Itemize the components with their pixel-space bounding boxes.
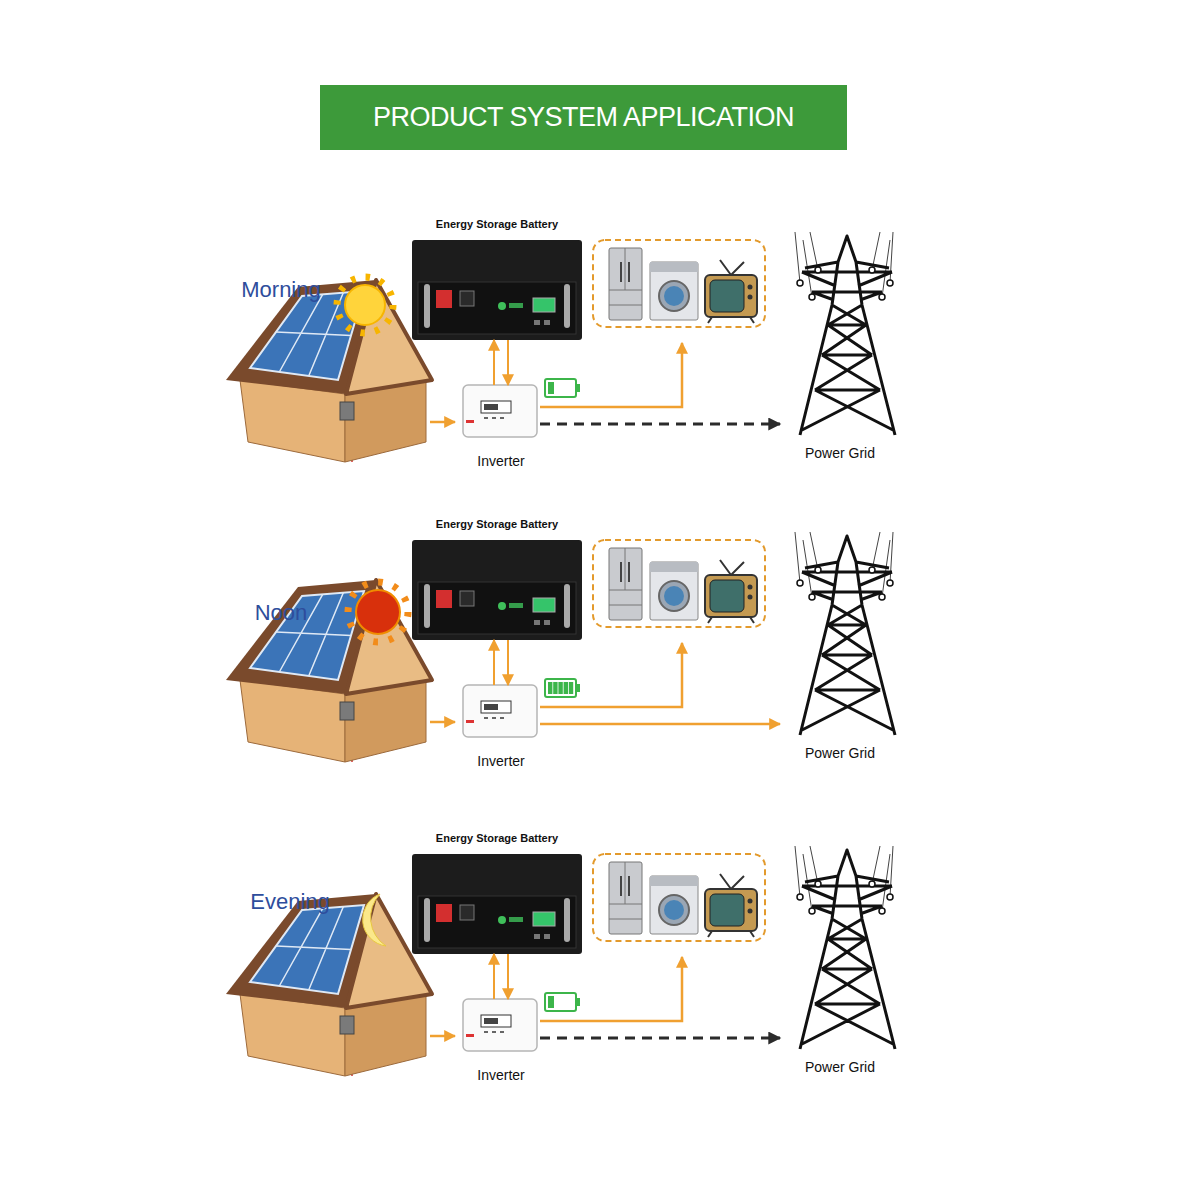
flow-line: [540, 423, 780, 426]
charge-level: [548, 382, 554, 394]
power-flow-arrow: [540, 724, 780, 725]
evening-moon: [363, 894, 386, 946]
component-label: Power Grid: [805, 444, 875, 462]
flow-line: [540, 1037, 780, 1040]
component-label: Inverter: [477, 1066, 524, 1084]
power-flow-arrow: [540, 1038, 780, 1039]
morning-sun: [345, 285, 385, 325]
component-label: Power Grid: [805, 744, 875, 762]
scene-panel: [226, 532, 895, 762]
charge-level: [548, 682, 573, 694]
flow-line: [507, 640, 509, 685]
scene-panel: [226, 846, 895, 1076]
flow-line: [507, 954, 509, 999]
component-label: Energy Storage Battery: [436, 828, 558, 847]
charge-level: [548, 996, 554, 1008]
flow-line: [493, 340, 495, 385]
flow-line: [507, 340, 509, 385]
sun-rays: [348, 582, 408, 642]
component-label: Energy Storage Battery: [436, 214, 558, 233]
title-banner: [320, 85, 847, 150]
power-flow-arrow: [494, 954, 508, 999]
component-label: Power Grid: [805, 1058, 875, 1076]
component-label: Inverter: [477, 752, 524, 770]
power-flow-arrow: [494, 640, 508, 685]
flow-line: [493, 640, 495, 685]
power-flow-arrow: [540, 424, 780, 425]
sun-rays: [337, 277, 393, 333]
flow-line: [540, 723, 780, 726]
noon-sun: [356, 590, 400, 634]
flow-line: [493, 954, 495, 999]
component-label: Energy Storage Battery: [436, 514, 558, 533]
scene-panel: [226, 232, 895, 462]
component-label: Inverter: [477, 452, 524, 470]
power-flow-arrow: [494, 340, 508, 385]
